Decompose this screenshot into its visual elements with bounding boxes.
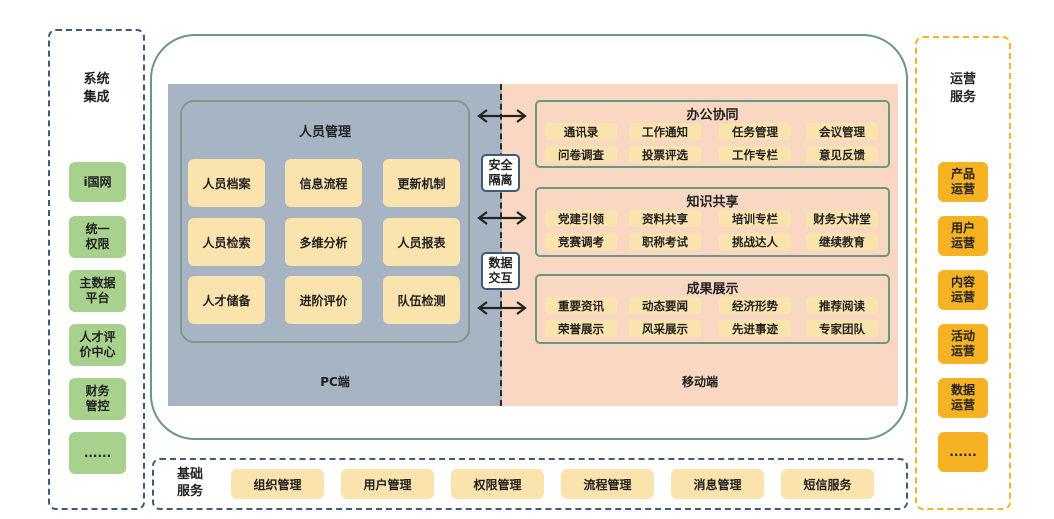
achievement-display-group	[535, 274, 890, 344]
pc-item-personnel-report: 人员报表	[383, 218, 460, 266]
mobile-item: 任务管理	[719, 123, 791, 140]
mobile-item: 资料共享	[629, 210, 701, 227]
pc-item-talent-reserve: 人才储备	[188, 276, 265, 324]
double-arrow-icon	[475, 211, 529, 225]
system-integration-panel: 系统 集成	[48, 29, 145, 510]
pc-item-multi-analysis: 多维分析	[285, 218, 362, 266]
integration-item-master-data: 主数据 平台	[69, 270, 126, 312]
mobile-label: 移动端	[681, 375, 718, 389]
operation-item-activity: 活动 运营	[938, 324, 988, 364]
office-collab-title: 办公协同	[686, 108, 739, 123]
operation-service-title: 运营 服务	[949, 72, 976, 105]
integration-item-talent-evaluation: 人才评 价中心	[69, 324, 126, 366]
office-collab-group	[535, 100, 890, 168]
base-service-title: 基础 服务	[176, 467, 203, 499]
knowledge-sharing-group	[535, 187, 890, 257]
pc-item-advanced-evaluation: 进阶评价	[285, 276, 362, 324]
mobile-item: 工作通知	[629, 123, 701, 140]
base-service-panel	[152, 458, 908, 510]
base-item-permission: 权限管理	[451, 469, 544, 499]
double-arrow-icon	[475, 109, 529, 123]
mobile-item: 财务大讲堂	[806, 210, 878, 227]
base-item-user: 用户管理	[341, 469, 434, 499]
mobile-item: 投票评选	[629, 146, 701, 163]
pc-item-update-mechanism: 更新机制	[383, 159, 460, 207]
mobile-item: 竞赛调考	[545, 233, 617, 250]
mobile-item: 经济形势	[719, 297, 791, 314]
achievement-display-title: 成果展示	[686, 282, 739, 297]
mobile-item: 培训专栏	[719, 210, 791, 227]
double-arrow-icon	[475, 301, 529, 315]
mobile-item: 挑战达人	[719, 233, 791, 250]
pc-label: PC端	[320, 375, 350, 389]
operation-service-panel: 运营 服务	[915, 36, 1011, 510]
pc-item-personnel-file: 人员档案	[188, 159, 265, 207]
pc-item-personnel-search: 人员检索	[188, 218, 265, 266]
personnel-management-title: 人员管理	[298, 125, 351, 140]
mobile-item: 动态要闻	[629, 297, 701, 314]
knowledge-sharing-title: 知识共享	[686, 195, 739, 210]
operation-item-user: 用户 运营	[938, 216, 988, 256]
mobile-item: 推荐阅读	[806, 297, 878, 314]
mobile-item: 工作专栏	[719, 146, 791, 163]
integration-item-more: ......	[69, 432, 126, 474]
mobile-item: 通讯录	[545, 123, 617, 140]
operation-item-product: 产品 运营	[938, 162, 988, 202]
system-integration-title: 系统 集成	[83, 72, 110, 105]
mobile-item: 专家团队	[806, 320, 878, 337]
divider-line	[500, 84, 502, 406]
mobile-item: 荣誉展示	[545, 320, 617, 337]
data-exchange-box: 数据 交互	[481, 252, 520, 290]
mobile-item: 职称考试	[629, 233, 701, 250]
operation-item-content: 内容 运营	[938, 270, 988, 310]
pc-item-team-detection: 队伍检测	[383, 276, 460, 324]
base-item-org: 组织管理	[231, 469, 324, 499]
base-item-message: 消息管理	[671, 469, 764, 499]
base-item-sms: 短信服务	[781, 469, 874, 499]
mobile-item: 先进事迹	[719, 320, 791, 337]
mobile-item: 风采展示	[629, 320, 701, 337]
mobile-item: 意见反馈	[806, 146, 878, 163]
security-isolation-box: 安全 隔离	[481, 154, 520, 192]
integration-item-finance-control: 财务 管控	[69, 378, 126, 420]
integration-item-iguowang: i国网	[69, 162, 126, 202]
mobile-item: 重要资讯	[545, 297, 617, 314]
pc-item-info-flow: 信息流程	[285, 159, 362, 207]
base-item-process: 流程管理	[561, 469, 654, 499]
mobile-item: 问卷调查	[545, 146, 617, 163]
integration-item-unified-permission: 统一 权限	[69, 216, 126, 258]
mobile-item: 党建引领	[545, 210, 617, 227]
operation-item-data: 数据 运营	[938, 378, 988, 418]
mobile-item: 会议管理	[806, 123, 878, 140]
personnel-management-group	[180, 100, 470, 343]
mobile-item: 继续教育	[806, 233, 878, 250]
operation-item-more: ......	[938, 432, 988, 472]
